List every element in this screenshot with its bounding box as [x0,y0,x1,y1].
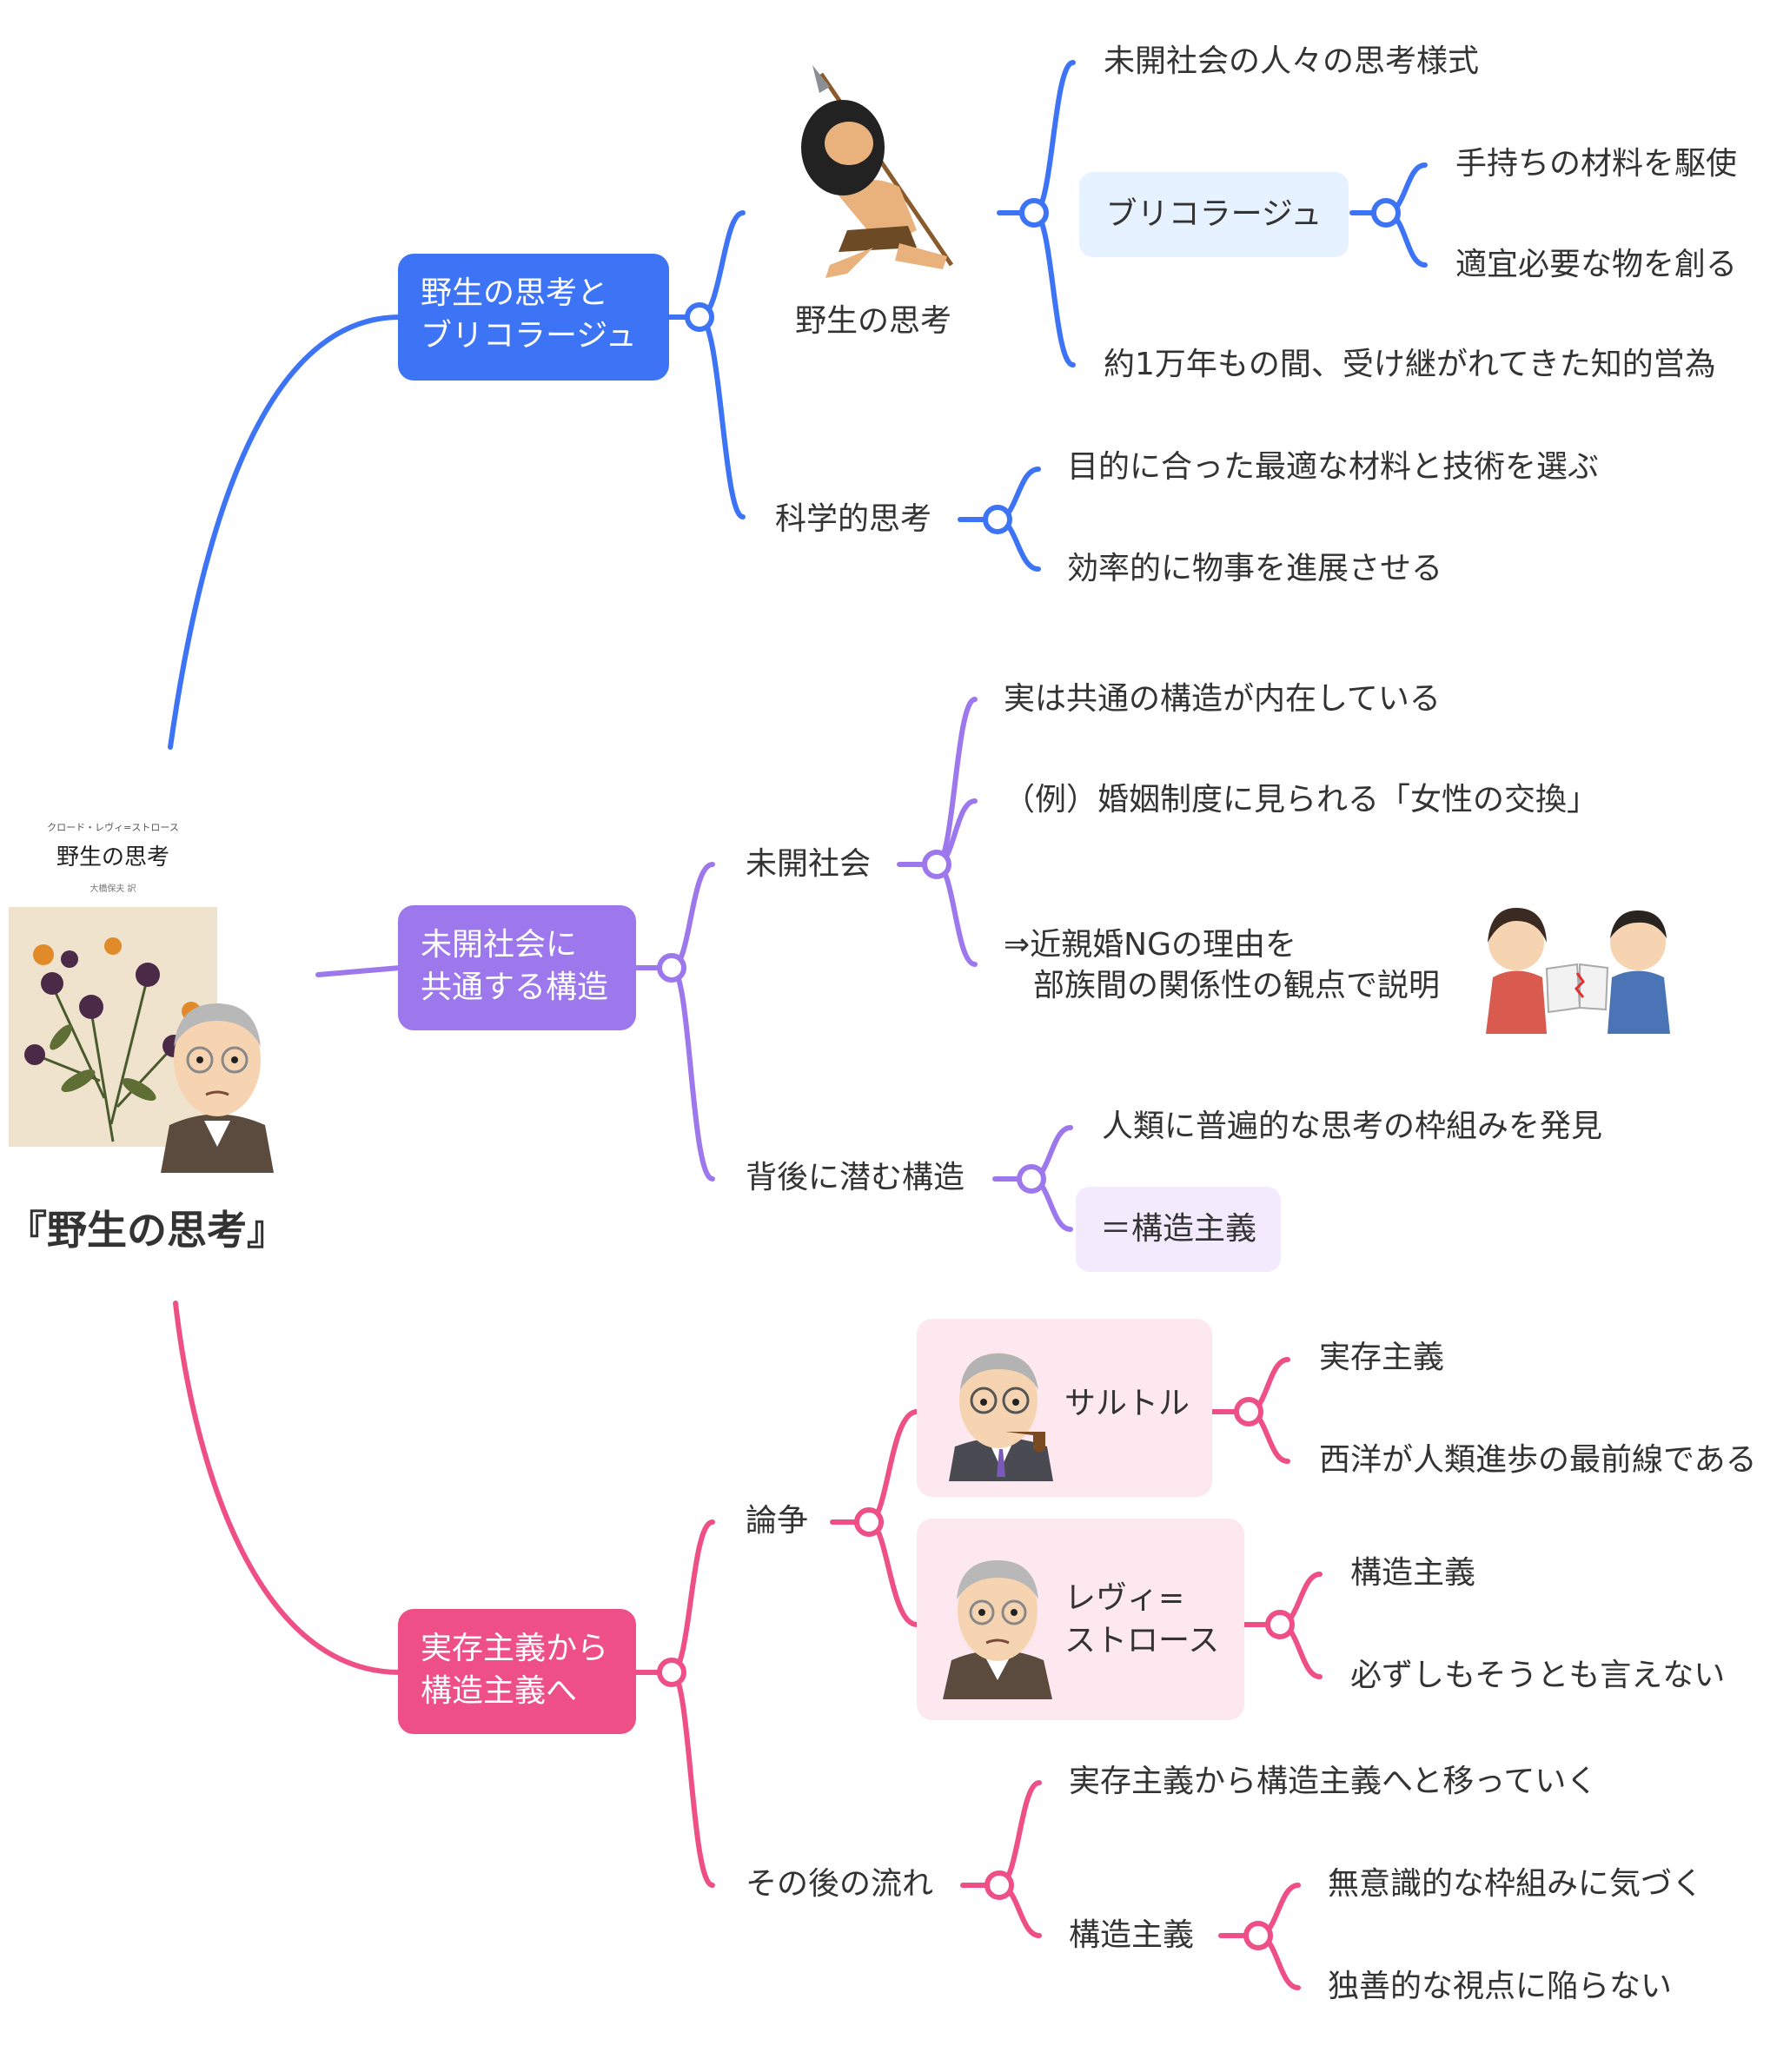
branch-label-line: 共通する構造 [421,969,609,1005]
node-hidden-item-1[interactable]: 人類に普遍的な思考の枠組みを発見 [1102,1109,1603,1144]
puzzle-exchange-illustration [1477,895,1677,1034]
node-science-item-1[interactable]: 目的に合った最適な材料と技術を選ぶ [1067,449,1600,485]
branch-label-line: 構造主義へ [421,1672,578,1709]
branch3-connectors [173,1301,1323,1990]
node-levi-strauss: レヴィ= ストロース [1064,1578,1219,1662]
branch-node-common-structure[interactable]: 未開社会に 共通する構造 [398,905,636,1030]
node-science-item-2[interactable]: 効率的に物事を進展させる [1067,551,1443,586]
explain-line-2: 部族間の関係性の観点で説明 [1033,967,1441,1003]
node-sartre: サルトル [1064,1386,1190,1421]
author-illustration [152,973,282,1173]
branch2-connectors [315,697,1073,1232]
branch-node-existentialism-to-structuralism[interactable]: 実存主義から 構造主義へ [398,1609,636,1734]
node-later-item-1[interactable]: 実存主義から構造主義へと移っていく [1069,1764,1598,1799]
node-primitive-society[interactable]: 未開社会 [746,846,872,882]
node-wild-thought-item-2[interactable]: 約1万年もの間、受け継がれてきた知的営為 [1104,347,1716,382]
sartre-avatar [949,1353,1053,1481]
branch-label-line: 未開社会に [421,927,578,963]
cover-publisher: 大橋保夫 訳 [90,884,136,894]
node-levi-item-1[interactable]: 構造主義 [1350,1555,1476,1591]
node-scientific-thought[interactable]: 科学的思考 [775,501,932,537]
book-cover: クロード・レヴィ=ストロース 野生の思考 大橋保夫 訳 [9,808,217,1147]
node-primitive-item-2[interactable]: （例）婚姻制度に見られる「女性の交換」 [1004,782,1599,818]
node-later-flow[interactable]: その後の流れ [746,1866,934,1902]
node-structuralism-item-1[interactable]: 無意識的な枠組みに気づく [1328,1866,1704,1902]
node-levi-strauss-card[interactable]: レヴィ= ストロース [917,1519,1244,1720]
node-structuralism-equal[interactable]: ＝構造主義 [1076,1187,1281,1272]
levi-label-line-2: ストロース [1064,1622,1220,1658]
node-wild-thought-item-1[interactable]: 未開社会の人々の思考様式 [1104,43,1480,79]
node-levi-item-2[interactable]: 必ずしもそうとも言えない [1350,1658,1726,1693]
branch-label-line: ブリコラージュ [421,317,637,354]
node-sartre-item-2[interactable]: 西洋が人類進歩の最前線である [1319,1442,1757,1478]
branch-label-line: 野生の思考と [421,275,609,311]
node-debate[interactable]: 論争 [746,1503,809,1539]
root-title: 『野生の思考』 [7,1207,287,1254]
node-bricolage-item-2[interactable]: 適宜必要な物を創る [1455,247,1738,282]
node-bricolage-item-1[interactable]: 手持ちの材料を駆使 [1455,146,1738,182]
branch-node-wild-thought-bricolage[interactable]: 野生の思考と ブリコラージュ [398,254,669,381]
levi-strauss-avatar [943,1560,1052,1699]
cover-title: 野生の思考 [56,844,169,871]
node-hidden-structure[interactable]: 背後に潜む構造 [746,1160,965,1195]
node-bricolage[interactable]: ブリコラージュ [1079,172,1349,257]
node-later-structuralism[interactable]: 構造主義 [1069,1917,1195,1953]
cover-author-name: クロード・レヴィ=ストロース [47,822,179,833]
node-sartre-item-1[interactable]: 実存主義 [1319,1340,1445,1375]
branch-label-line: 実存主義から [421,1631,609,1666]
node-primitive-explain[interactable]: ⇒近親婚NGの理由を 部族間の関係性の観点で説明 [1004,925,1440,1007]
node-wild-thought[interactable]: 野生の思考 [795,303,952,339]
caveman-illustration [786,65,969,278]
node-sartre-card[interactable]: サルトル [917,1319,1212,1497]
node-structuralism-item-2[interactable]: 独善的な視点に陥らない [1328,1969,1673,2004]
levi-label-line-1: レヴィ= [1064,1580,1185,1616]
branch1-connectors [168,60,1428,750]
node-primitive-item-1[interactable]: 実は共通の構造が内在している [1004,681,1441,717]
explain-line-1: ⇒近親婚NGの理由を [1004,927,1296,963]
